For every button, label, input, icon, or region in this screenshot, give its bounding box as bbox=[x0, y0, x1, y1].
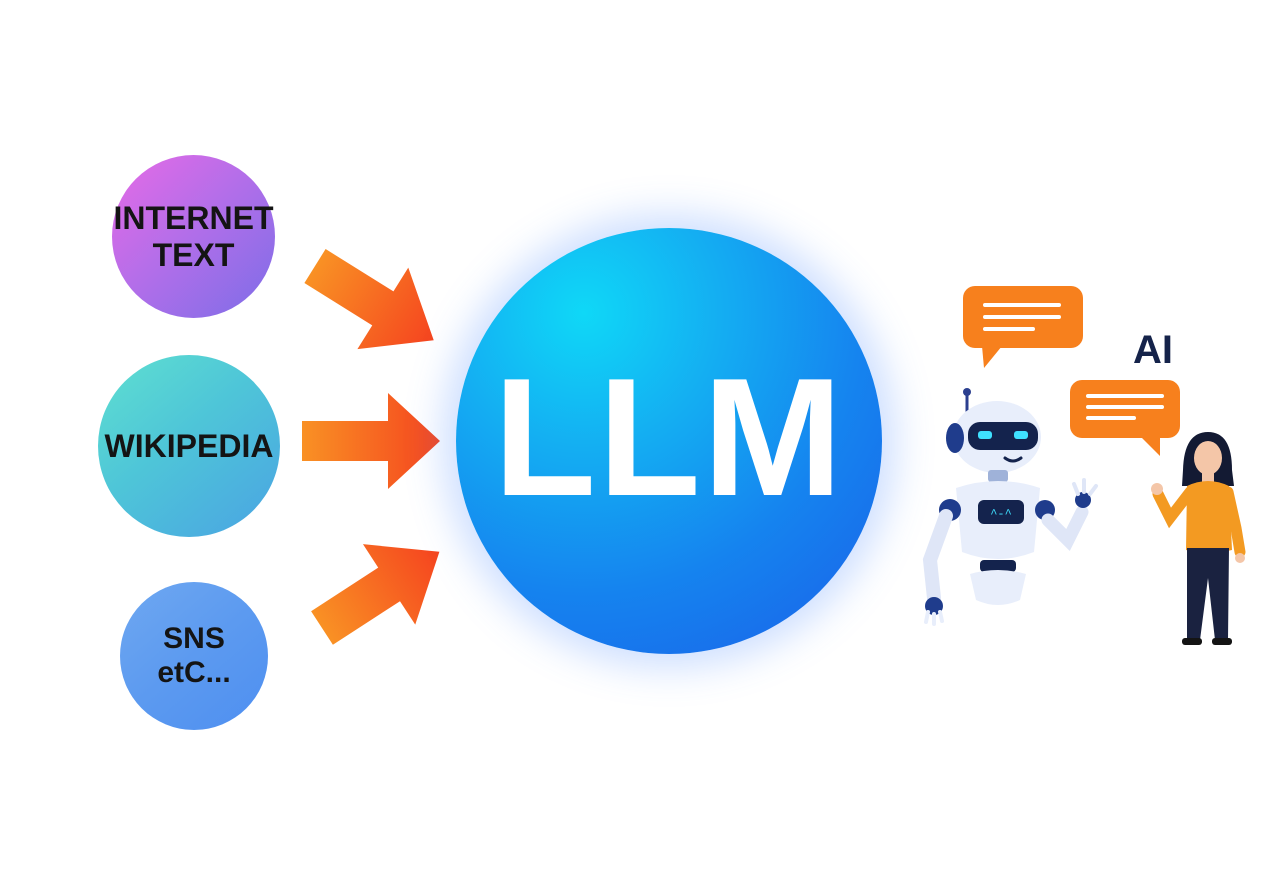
source-label-line: TEXT bbox=[152, 236, 235, 273]
source-wikipedia: WIKIPEDIA bbox=[98, 355, 280, 537]
speech-bubble-icon bbox=[963, 286, 1083, 368]
arrow-internet-to-llm bbox=[304, 249, 434, 350]
source-label-line: WIKIPEDIA bbox=[104, 427, 274, 464]
arrow-wikipedia-to-llm bbox=[302, 393, 440, 489]
robot-icon: ^-^ bbox=[922, 388, 1098, 626]
source-label-line: INTERNET bbox=[113, 199, 274, 236]
llm-node: LLM bbox=[456, 228, 882, 654]
source-label-line: SNS bbox=[163, 621, 225, 655]
source-internet-text: INTERNET TEXT bbox=[112, 155, 275, 318]
ai-label: AI bbox=[1133, 328, 1173, 372]
speech-bubble-icon bbox=[1070, 380, 1180, 456]
svg-text:^-^: ^-^ bbox=[990, 507, 1012, 521]
llm-label: LLM bbox=[493, 343, 845, 531]
source-label-line: etC... bbox=[157, 656, 231, 689]
person-icon bbox=[1151, 432, 1246, 645]
arrow-sns-to-llm bbox=[311, 544, 440, 645]
source-sns: SNS etC... bbox=[120, 582, 268, 730]
